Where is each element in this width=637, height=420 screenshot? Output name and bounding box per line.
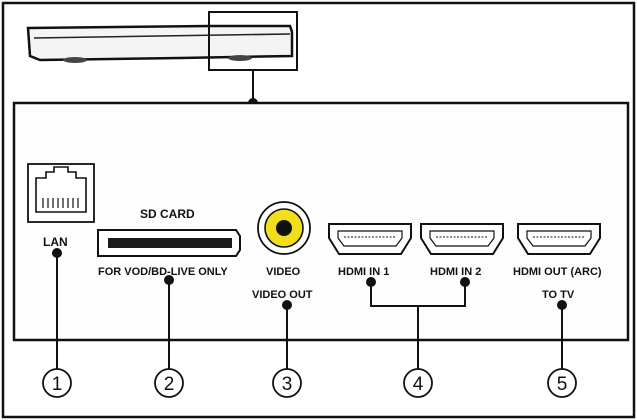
sd-card-slot-icon bbox=[97, 229, 241, 257]
hdmi-port-icon bbox=[517, 223, 601, 255]
hdmi-in-2-label: HDMI IN 2 bbox=[430, 266, 481, 278]
callout-3-number: 3 bbox=[282, 374, 293, 395]
rca-jack-icon bbox=[257, 201, 311, 255]
video-out-label: VIDEO OUT bbox=[252, 289, 313, 301]
lan-label: LAN bbox=[43, 235, 68, 249]
callout-4: 4 bbox=[403, 368, 433, 398]
leader-dot-hdmi-in-1 bbox=[366, 277, 376, 287]
callout-5: 5 bbox=[547, 368, 577, 398]
hdmi-port-icon bbox=[328, 223, 412, 255]
leader-dot-hdmi-out bbox=[557, 300, 567, 310]
hdmi-port-icon bbox=[420, 223, 504, 255]
callout-2-number: 2 bbox=[164, 374, 175, 395]
hdmi-out-label: HDMI OUT (ARC) bbox=[513, 266, 602, 278]
device-front-icon bbox=[26, 24, 294, 63]
sd-card-label: FOR VOD/BD-LIVE ONLY bbox=[98, 266, 228, 278]
callout-1-number: 1 bbox=[52, 374, 63, 395]
video-title: VIDEO bbox=[266, 266, 301, 278]
ethernet-port-icon bbox=[27, 163, 95, 223]
sd-card-title: SD CARD bbox=[140, 207, 195, 221]
callout-5-number: 5 bbox=[557, 374, 568, 395]
callout-2: 2 bbox=[154, 368, 184, 398]
leader-dot-hdmi-in-2 bbox=[460, 277, 470, 287]
hdmi-in-1-label: HDMI IN 1 bbox=[338, 266, 389, 278]
rear-panel bbox=[12, 101, 630, 342]
leader-dot-video bbox=[282, 300, 292, 310]
callout-4-number: 4 bbox=[413, 374, 424, 395]
callout-3: 3 bbox=[272, 368, 302, 398]
callout-1: 1 bbox=[42, 368, 72, 398]
leader-dot-lan bbox=[52, 248, 62, 258]
leader-dot-sd bbox=[164, 275, 174, 285]
hdmi-out-sublabel: TO TV bbox=[542, 289, 575, 301]
